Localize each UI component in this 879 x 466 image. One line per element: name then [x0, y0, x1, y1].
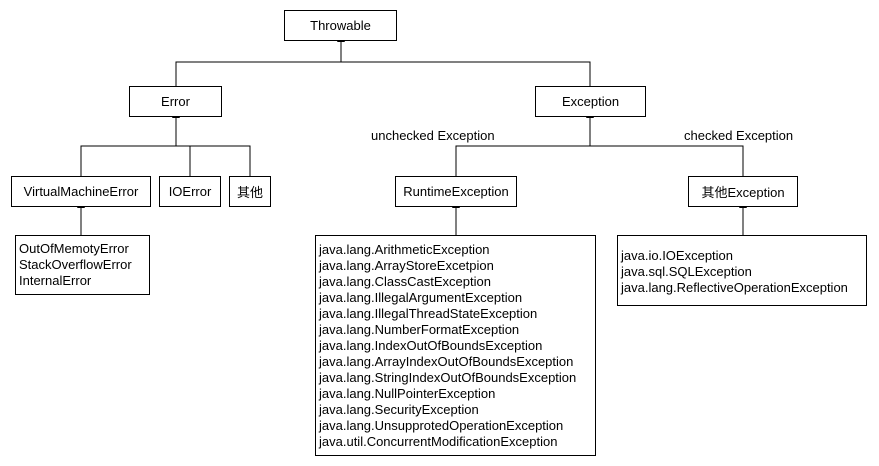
- list-item: java.lang.SecurityException: [319, 402, 479, 417]
- error-other-node: 其他: [229, 176, 271, 207]
- connector-error-children: [80, 145, 251, 176]
- list-item: OutOfMemotyError: [19, 241, 129, 256]
- list-item: java.lang.IllegalThreadStateException: [319, 306, 538, 321]
- other-exception-node: 其他Exception: [688, 176, 798, 207]
- list-item: java.lang.IndexOutOfBoundsException: [319, 338, 543, 353]
- list-item: InternalError: [19, 273, 92, 288]
- list-item: java.lang.ClassCastException: [319, 274, 491, 289]
- vm-errors-list: OutOfMemotyError StackOverflowError Inte…: [15, 235, 150, 295]
- checked-exceptions-list: java.io.IOException java.sql.SQLExceptio…: [617, 235, 867, 306]
- connector-exception-children: [455, 145, 744, 176]
- list-item: java.lang.ArithmeticException: [319, 242, 490, 257]
- ioerror-node: IOError: [159, 176, 221, 207]
- list-item: java.lang.StringIndexOutOfBoundsExceptio…: [319, 370, 577, 385]
- connector-throwable-children: [175, 61, 591, 86]
- list-item: java.lang.ReflectiveOperationException: [621, 280, 848, 295]
- unchecked-exception-label: unchecked Exception: [371, 128, 495, 143]
- list-item: java.lang.IllegalArgumentException: [319, 290, 523, 305]
- error-node: Error: [129, 86, 222, 117]
- throwable-node: Throwable: [284, 10, 397, 41]
- list-item: StackOverflowError: [19, 257, 132, 272]
- list-item: java.io.IOException: [621, 248, 734, 263]
- list-item: java.sql.SQLException: [621, 264, 752, 279]
- list-item: java.lang.ArrayStoreExcetpion: [319, 258, 494, 273]
- list-item: java.lang.ArrayIndexOutOfBoundsException: [319, 354, 574, 369]
- runtimeexception-node: RuntimeException: [395, 176, 517, 207]
- virtualmachineerror-node: VirtualMachineError: [11, 176, 151, 207]
- list-item: java.lang.NumberFormatException: [319, 322, 520, 337]
- runtime-exceptions-list: java.lang.ArithmeticException java.lang.…: [315, 235, 596, 456]
- list-item: java.lang.UnsupprotedOperationException: [319, 418, 564, 433]
- list-item: java.util.ConcurrentModificationExceptio…: [319, 434, 558, 449]
- exception-node: Exception: [535, 86, 646, 117]
- checked-exception-label: checked Exception: [684, 128, 794, 143]
- list-item: java.lang.NullPointerException: [319, 386, 496, 401]
